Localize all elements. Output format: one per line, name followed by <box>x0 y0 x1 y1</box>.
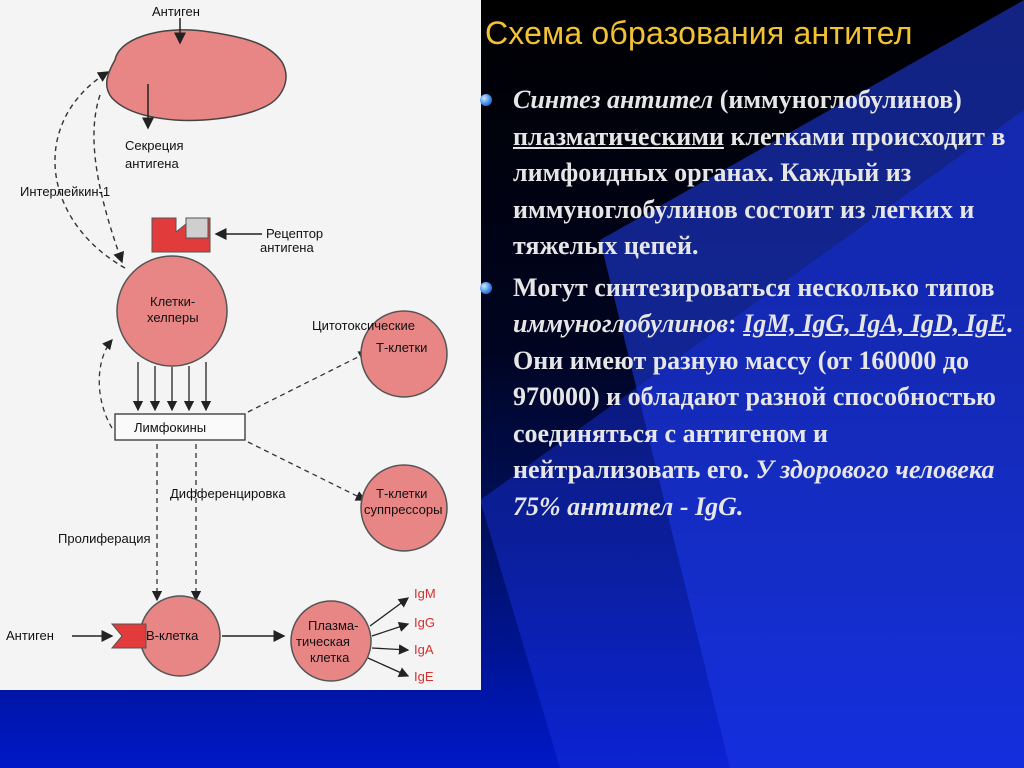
bullet-1-seg-3: клетками происходит в лимфоидных органах… <box>513 121 1006 261</box>
bullet-2-seg-2: : <box>727 309 744 338</box>
receptor-notch <box>185 217 209 239</box>
blue-sphere-bullet-icon <box>480 94 492 106</box>
cytotoxic-t-cell <box>360 310 448 398</box>
bullet-1: Синтез антител (иммуноглобулинов) плазма… <box>480 82 1020 265</box>
suppressor-t-cell <box>360 464 448 552</box>
helper-cell <box>116 255 228 367</box>
b-cell-receptor <box>110 623 147 649</box>
label-suppressors-1: Т-клетки <box>376 486 427 501</box>
slide-title: Схема образования антител <box>485 15 913 51</box>
label-secretion-2: антигена <box>125 156 179 171</box>
label-plasma-3: клетка <box>310 650 350 665</box>
label-differentiation: Дифференцировка <box>170 486 286 501</box>
label-interleukin: Интерлейкин-1 <box>20 184 110 199</box>
diagram-svg: Антиген Секреция антигена Интерлейкин-1 … <box>6 4 448 684</box>
antibody-formation-diagram: Антиген Секреция антигена Интерлейкин-1 … <box>0 0 481 690</box>
label-lymphokines: Лимфокины <box>134 420 206 435</box>
label-plasma-2: тическая <box>296 634 350 649</box>
plasma-cell <box>290 600 372 682</box>
label-igg: IgG <box>414 615 435 630</box>
label-antigen-bottom: Антиген <box>6 628 54 643</box>
label-cytotoxic-cell: Т-клетки <box>376 340 427 355</box>
bullet-1-seg-0: Синтез антител <box>513 85 714 114</box>
bullet-2-seg-5: У здорового человека 75% антител - IgG. <box>513 455 995 521</box>
bullet-2-seg-4: . Они имеют разную массу (от 160000 до 9… <box>513 309 1013 484</box>
bullet-1-seg-1: (иммуноглобулинов) <box>713 85 962 114</box>
bullet-2-seg-1: иммуноглобулинов <box>513 309 728 338</box>
label-proliferation: Пролиферация <box>58 531 151 546</box>
bullet-1-seg-2: плазматическими <box>513 121 724 151</box>
label-receptor-2: антигена <box>260 240 314 255</box>
label-helpers-1: Клетки- <box>150 294 195 309</box>
label-plasma-1: Плазма- <box>308 618 358 633</box>
label-secretion-1: Секреция <box>125 138 184 153</box>
label-antigen-top: Антиген <box>152 4 200 19</box>
label-igm: IgM <box>414 586 436 601</box>
blue-sphere-bullet-icon <box>480 281 492 294</box>
label-cytotoxic: Цитотоксические <box>312 318 415 333</box>
bullet-2-seg-3: IgM, IgG, IgA, IgD, IgE <box>743 309 1007 338</box>
bullet-2: Могут синтезироваться несколько типов им… <box>480 270 1020 526</box>
label-helpers-2: хелперы <box>147 310 199 325</box>
label-ige: IgE <box>414 669 434 684</box>
slide-body: Синтез антител (иммуноглобулинов) плазма… <box>480 82 1020 530</box>
label-suppressors-2: суппрессоры <box>364 502 443 517</box>
interleukin-arrow <box>54 71 126 269</box>
bullet-2-seg-0: Могут синтезироваться несколько типов <box>513 272 995 302</box>
label-iga: IgA <box>414 642 434 657</box>
antigen-blob <box>105 29 287 122</box>
label-b-cell: В-клетка <box>146 628 199 643</box>
lymphokines-box <box>114 413 246 441</box>
label-receptor-1: Рецептор <box>266 226 323 241</box>
